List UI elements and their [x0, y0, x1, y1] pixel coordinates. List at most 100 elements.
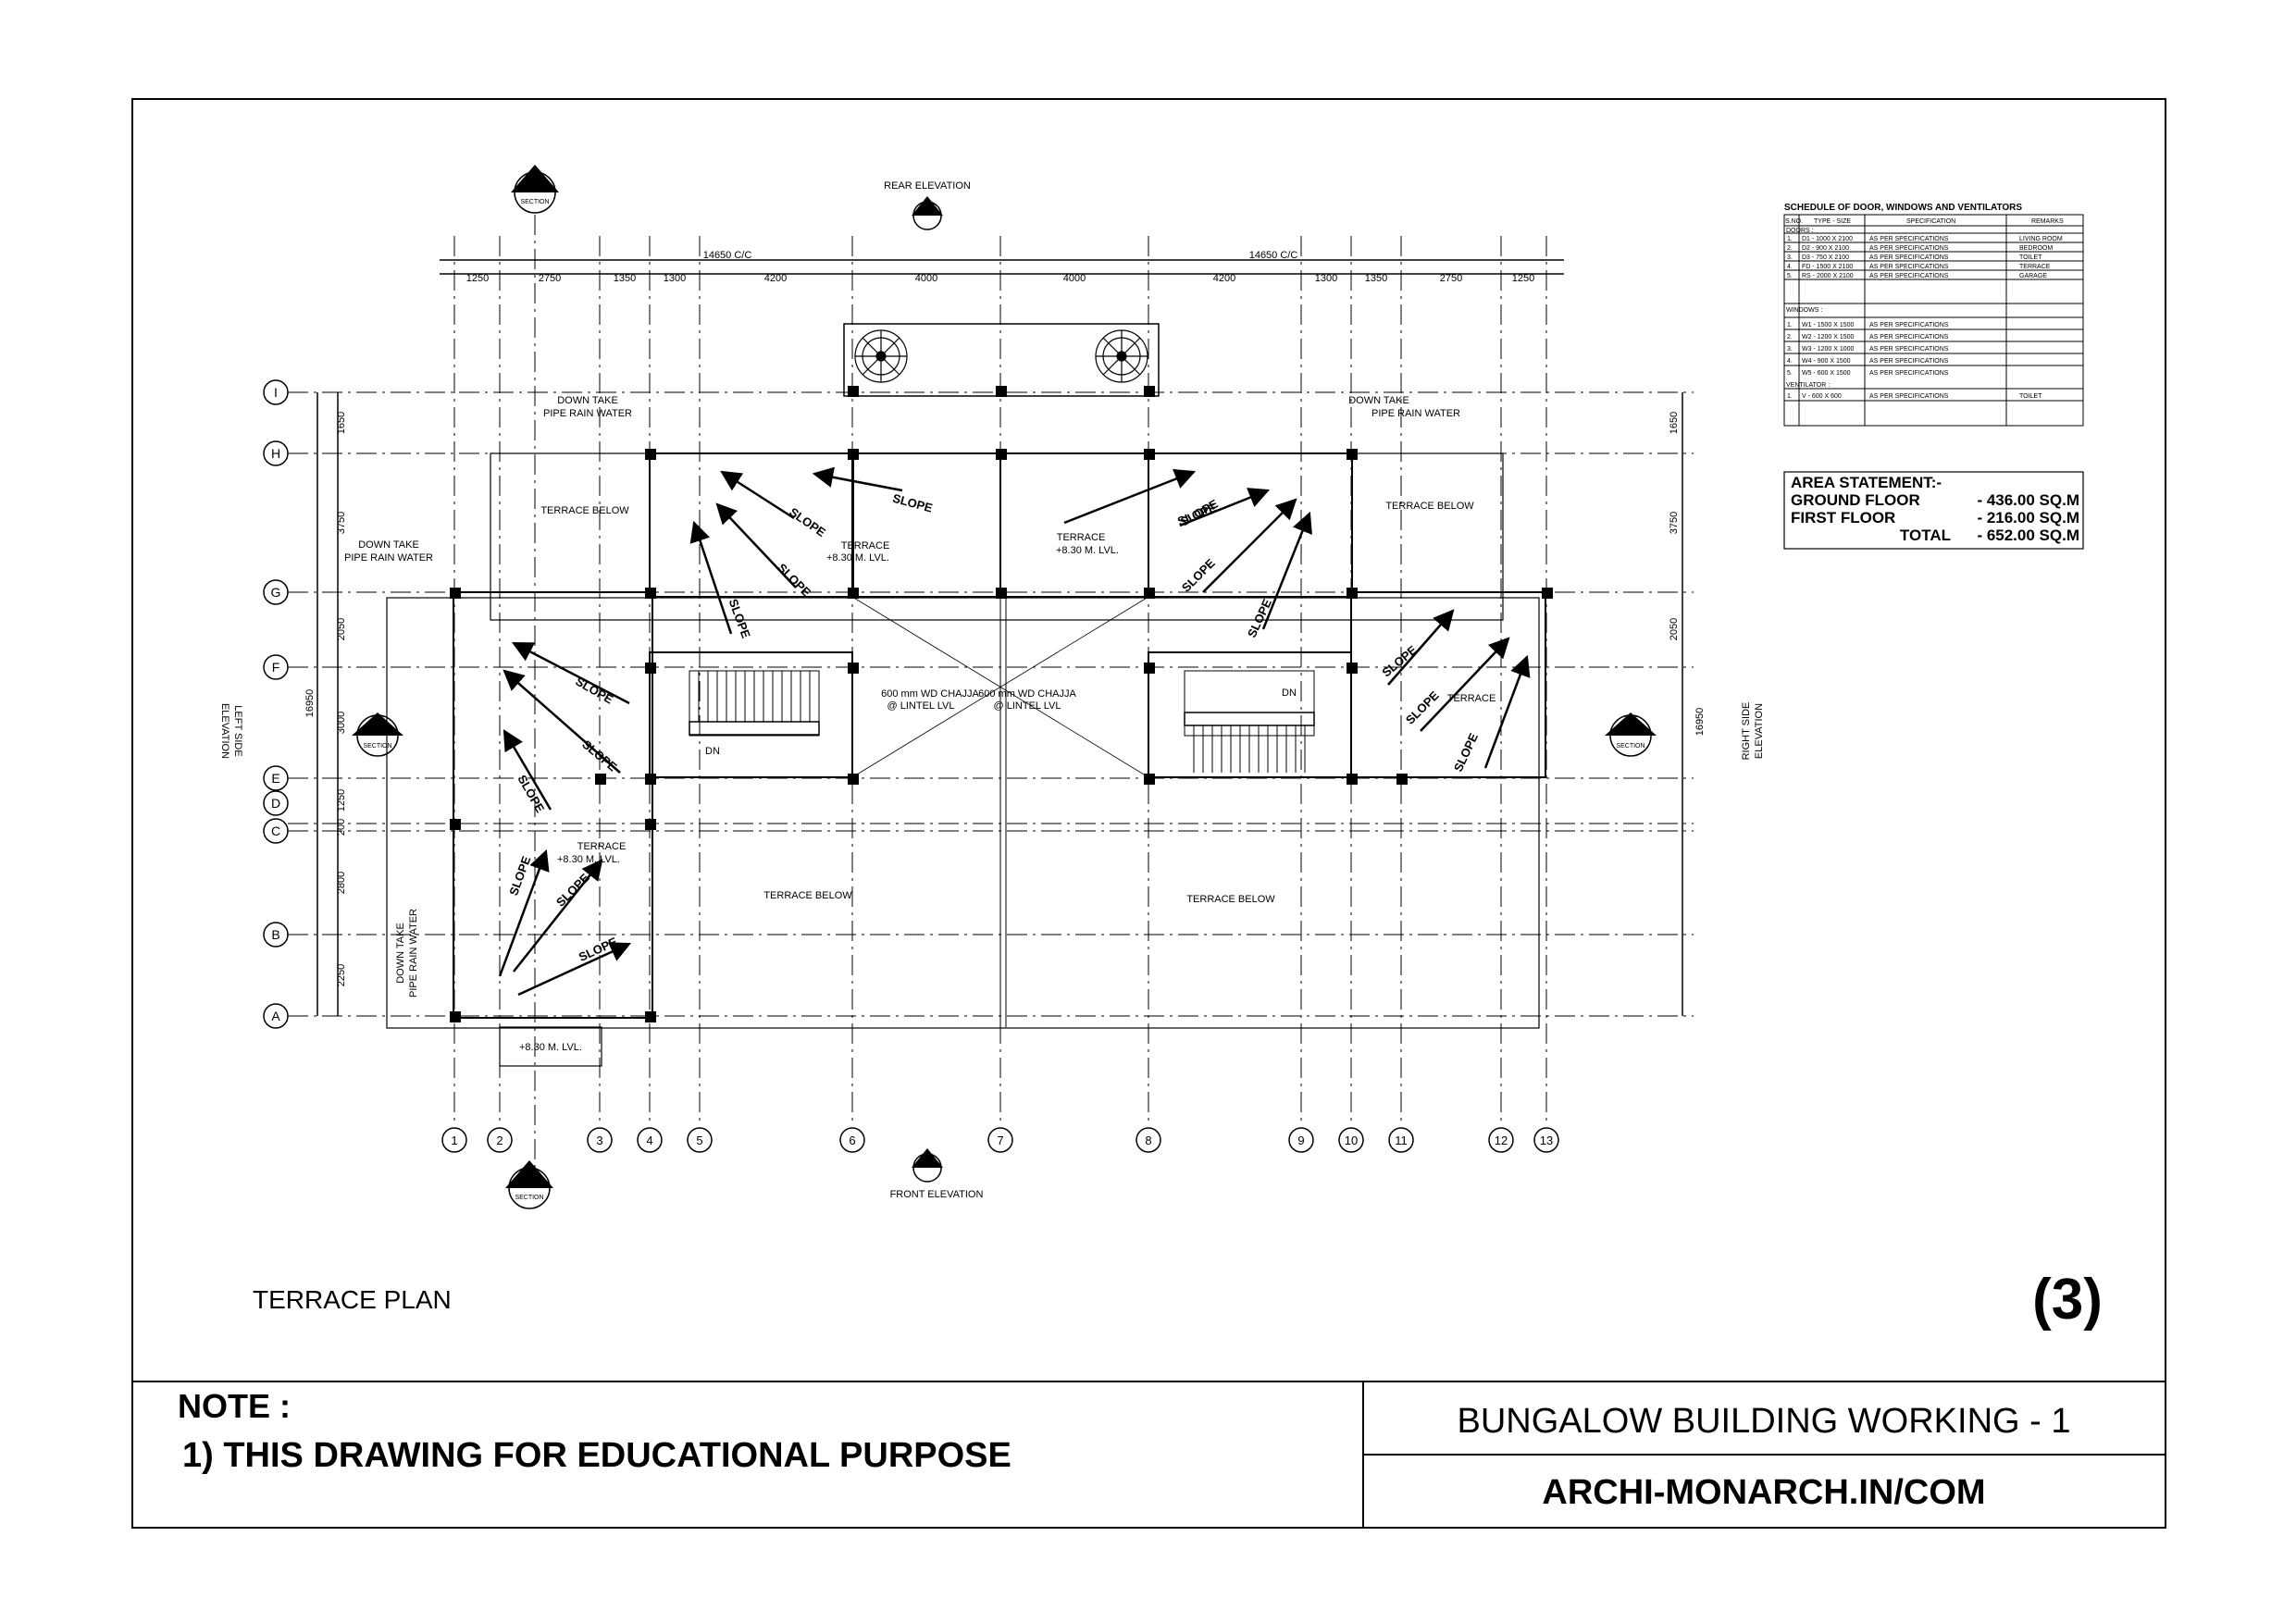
- svg-text:1250: 1250: [466, 273, 489, 284]
- svg-text:1350: 1350: [1365, 273, 1387, 284]
- svg-text:REAR ELEVATION: REAR ELEVATION: [884, 180, 971, 192]
- section-marker-a-right: 'A' SECTION: [1605, 712, 1657, 757]
- schedule-table: [1783, 214, 2084, 427]
- dim-overall-right: 14650 C/C: [1249, 250, 1298, 261]
- grid-row-label: I: [274, 385, 278, 400]
- front-elevation-marker: FRONT ELEVATION: [890, 1148, 984, 1200]
- svg-text:2800: 2800: [336, 872, 347, 894]
- svg-text:1250: 1250: [336, 789, 347, 812]
- svg-text:4.: 4.: [1787, 264, 1793, 270]
- slope-label: SLOPE: [775, 561, 813, 600]
- svg-text:TOILET: TOILET: [2019, 254, 2042, 261]
- grid-row-label: A: [271, 1009, 280, 1023]
- rear-elevation-marker: REAR ELEVATION: [884, 180, 971, 230]
- row-bubbles: I H G F E D C B A: [263, 379, 289, 1029]
- svg-text:4200: 4200: [764, 273, 787, 284]
- svg-text:3750: 3750: [1669, 512, 1680, 534]
- slope-label: SLOPE: [506, 854, 533, 898]
- svg-text:REMARKS: REMARKS: [2031, 218, 2064, 225]
- grid-lines: [288, 180, 1694, 1175]
- grid-col-label: 12: [1495, 1134, 1508, 1147]
- svg-text:'A': 'A': [1621, 721, 1639, 737]
- svg-text:W3 - 1200 X 1000: W3 - 1200 X 1000: [1802, 346, 1855, 353]
- chajja-label: 600 mm WD CHAJJA: [881, 688, 979, 700]
- svg-text:GARAGE: GARAGE: [2019, 273, 2047, 279]
- down-take-label: PIPE RAIN WATER: [344, 552, 433, 564]
- grid-row-label: B: [271, 927, 279, 942]
- svg-text:1.: 1.: [1787, 322, 1793, 328]
- structural-columns: [450, 386, 1553, 1022]
- svg-text:5.: 5.: [1787, 273, 1793, 279]
- svg-text:1250: 1250: [1512, 273, 1534, 284]
- svg-text:'B': 'B': [526, 177, 543, 192]
- sheet-border: [131, 98, 2166, 1529]
- svg-text:1.: 1.: [1787, 236, 1793, 242]
- grid-col-label: 5: [696, 1134, 702, 1147]
- svg-text:AS PER SPECIFICATIONS: AS PER SPECIFICATIONS: [1869, 358, 1949, 365]
- svg-text:2750: 2750: [539, 273, 561, 284]
- slope-label: SLOPE: [1179, 556, 1218, 595]
- svg-text:3750: 3750: [336, 512, 347, 534]
- grid-col-label: 11: [1395, 1134, 1408, 1147]
- svg-text:4000: 4000: [915, 273, 937, 284]
- grid-col-label: 3: [596, 1134, 602, 1147]
- svg-text:TOILET: TOILET: [2019, 393, 2042, 400]
- plan-title: TERRACE PLAN: [253, 1285, 452, 1314]
- svg-text:AS PER SPECIFICATIONS: AS PER SPECIFICATIONS: [1869, 370, 1949, 377]
- grid-col-label: 9: [1297, 1134, 1304, 1147]
- svg-text:16950: 16950: [304, 689, 316, 718]
- svg-text:AS PER SPECIFICATIONS: AS PER SPECIFICATIONS: [1869, 346, 1949, 353]
- dim-x-segments: 1250 2750 1350 1300 4200 4000 4000 4200 …: [466, 273, 1534, 284]
- svg-text:AS PER SPECIFICATIONS: AS PER SPECIFICATIONS: [1869, 393, 1949, 400]
- terrace-label: TERRACE: [577, 841, 627, 852]
- section-marker-b-bottom: 'B' SECTION: [505, 1160, 553, 1209]
- slope-label: SLOPE: [1403, 688, 1442, 727]
- slope-label: SLOPE: [577, 935, 620, 964]
- svg-text:D1 - 1000 X 2100: D1 - 1000 X 2100: [1802, 236, 1853, 242]
- svg-text:AS PER SPECIFICATIONS: AS PER SPECIFICATIONS: [1869, 245, 1949, 252]
- left-dimensions: [316, 392, 1683, 1016]
- down-take-label: DOWN TAKE: [1348, 395, 1409, 406]
- svg-text:W5 - 600 X 1500: W5 - 600 X 1500: [1802, 370, 1851, 377]
- spiral-stair-left: [854, 329, 908, 383]
- slope-label: SLOPE: [891, 491, 935, 515]
- slope-label: SLOPE: [1175, 500, 1219, 528]
- svg-text:1300: 1300: [1315, 273, 1337, 284]
- svg-text:W1 - 1500 X 1500: W1 - 1500 X 1500: [1802, 322, 1855, 328]
- dim-overall-left: 14650 C/C: [703, 250, 752, 261]
- svg-text:GROUND FLOOR: GROUND FLOOR: [1791, 491, 1920, 509]
- chajja-label: 600 mm WD CHAJJA: [978, 688, 1076, 700]
- svg-text:W2 - 1200 X 1500: W2 - 1200 X 1500: [1802, 334, 1855, 341]
- svg-text:2750: 2750: [1440, 273, 1462, 284]
- note-line: 1) THIS DRAWING FOR EDUCATIONAL PURPOSE: [182, 1436, 1011, 1475]
- svg-text:2.: 2.: [1787, 334, 1793, 341]
- title-block: NOTE : 1) THIS DRAWING FOR EDUCATIONAL P…: [132, 1381, 2166, 1528]
- svg-text:5.: 5.: [1787, 370, 1793, 377]
- grid-col-label: 1: [451, 1134, 457, 1147]
- grid-row-label: C: [271, 824, 280, 838]
- terrace-level: +8.30 M. LVL.: [1056, 545, 1119, 556]
- project-title: BUNGALOW BUILDING WORKING - 1: [1458, 1402, 2071, 1441]
- svg-text:W4 - 900 X 1500: W4 - 900 X 1500: [1802, 358, 1851, 365]
- svg-text:- 216.00 SQ.M: - 216.00 SQ.M: [1977, 509, 2079, 527]
- svg-text:V - 600 X 600: V - 600 X 600: [1802, 393, 1842, 400]
- svg-text:WINDOWS :: WINDOWS :: [1786, 307, 1822, 314]
- svg-text:FRONT ELEVATION: FRONT ELEVATION: [890, 1189, 984, 1200]
- svg-text:4000: 4000: [1063, 273, 1086, 284]
- svg-text:2050: 2050: [336, 618, 347, 640]
- svg-text:AS PER SPECIFICATIONS: AS PER SPECIFICATIONS: [1869, 264, 1949, 270]
- svg-text:SECTION: SECTION: [1616, 743, 1644, 750]
- svg-text:2.: 2.: [1787, 245, 1793, 252]
- slope-label: SLOPE: [1245, 597, 1274, 640]
- svg-text:3.: 3.: [1787, 346, 1793, 353]
- chajja-label: @ LINTEL LVL: [887, 700, 955, 712]
- svg-text:BEDROOM: BEDROOM: [2019, 245, 2053, 252]
- terrace-below-label: TERRACE BELOW: [1186, 894, 1275, 905]
- grid-row-label: H: [271, 446, 280, 461]
- terrace-label: TERRACE: [841, 540, 890, 551]
- sheet-number: (3): [2032, 1268, 2103, 1332]
- spiral-stair-right: [1095, 329, 1148, 383]
- stair-flight-left: [689, 670, 820, 737]
- svg-text:RS - 2000 X 2100: RS - 2000 X 2100: [1802, 273, 1854, 279]
- down-take-label: DOWN TAKE: [557, 395, 618, 406]
